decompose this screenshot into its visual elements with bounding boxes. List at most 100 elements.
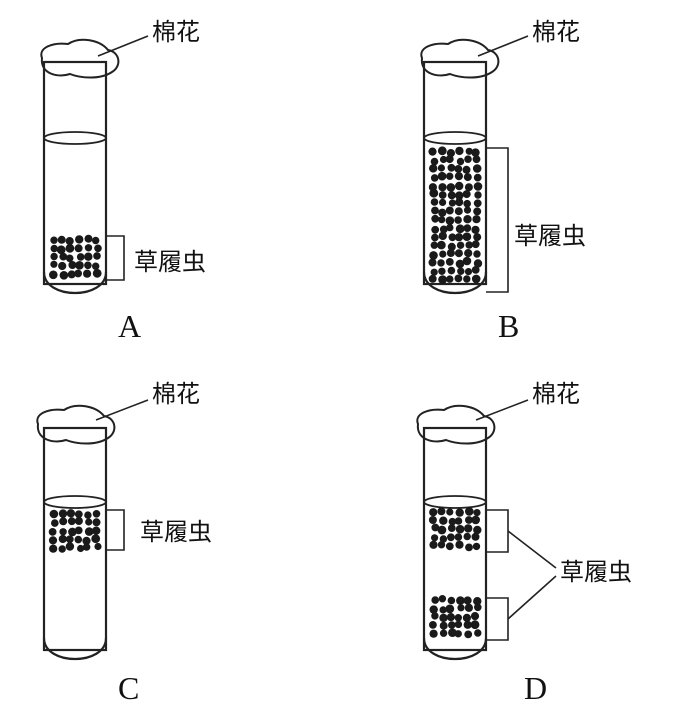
paramecium-cluster-b	[428, 146, 483, 284]
cotton-plug-d	[416, 404, 496, 445]
cotton-label-c: 棉花	[152, 380, 200, 408]
paramecium-cell	[74, 244, 83, 253]
bracket-c	[106, 509, 125, 551]
test-tube-a	[42, 60, 108, 286]
paramecium-cell	[65, 243, 75, 253]
paramecium-cell	[445, 542, 454, 551]
paramecium-cell	[74, 510, 83, 519]
paramecium-cell	[465, 147, 473, 155]
paramecium-cell	[437, 259, 445, 267]
paramecium-cell	[471, 225, 480, 234]
panel-b: 棉花 草履虫 B	[420, 18, 586, 344]
paramecium-cell	[471, 240, 480, 249]
paramecium-cell	[446, 223, 454, 232]
paramecium-cell	[462, 165, 471, 174]
paramecium-cell	[76, 253, 85, 261]
paramecium-cell	[431, 523, 440, 532]
paramecium-cell	[447, 242, 456, 251]
paramecium-cell	[455, 524, 465, 534]
paramecium-cell	[448, 628, 457, 637]
paramecium-cell	[455, 198, 464, 207]
paramecium-cell	[437, 146, 447, 156]
paramecium-cell	[439, 155, 448, 164]
paramecium-cell	[431, 596, 440, 604]
paramecium-cell	[82, 543, 91, 551]
paramecium-cell	[473, 508, 481, 517]
paramecium-cell	[464, 155, 472, 163]
paramecium-cell	[84, 261, 92, 270]
paramecium-cluster-a	[49, 234, 102, 280]
leader-line-cotton-b	[477, 35, 529, 57]
paramecium-cell	[462, 256, 472, 266]
paramecium-cell	[463, 199, 472, 208]
paramecium-cell	[439, 606, 447, 614]
paramecium-cell	[473, 259, 483, 268]
paramecium-cell	[68, 527, 77, 537]
paramecium-cell	[445, 258, 454, 266]
paramecium-cell	[430, 157, 439, 166]
paramecium-cell	[84, 527, 94, 536]
paramecium-cell	[447, 596, 456, 605]
paramecium-cell	[428, 274, 437, 283]
paramecium-cell	[464, 630, 473, 639]
paramecium-cell	[470, 620, 480, 630]
paramecium-cell	[473, 173, 482, 182]
bracket-a	[106, 235, 125, 281]
paramecium-cell	[431, 612, 439, 620]
paramecium-cluster-c	[48, 509, 102, 553]
paramecium-cell	[446, 249, 455, 257]
paramecium-cell	[74, 269, 82, 278]
paramecium-cell	[83, 269, 92, 278]
paramecium-cell	[437, 525, 447, 535]
paramecium-cell	[471, 532, 480, 541]
paramecium-cell	[464, 183, 473, 192]
paramecium-cell	[454, 517, 463, 525]
paramecium-cell	[84, 234, 93, 243]
paramecium-cell	[59, 271, 69, 280]
paramecium-cell	[92, 510, 101, 518]
paramecium-cell	[49, 544, 58, 553]
paramecium-cell	[456, 241, 465, 249]
paramecium-cell	[470, 612, 480, 621]
paramecium-cell	[58, 534, 67, 544]
paramecium-cell	[455, 508, 464, 517]
paramecium-cell	[454, 620, 463, 629]
paramecium-cell	[438, 595, 447, 603]
test-tube-c	[42, 426, 108, 652]
paramecium-cell	[439, 629, 448, 637]
paramecium-cell	[437, 240, 446, 250]
paramecium-cluster-d-bottom	[429, 595, 482, 639]
paramecium-cell	[454, 274, 463, 283]
paramecium-cell	[429, 629, 438, 638]
paramecium-cell	[437, 541, 446, 549]
paramecium-cell	[66, 509, 76, 518]
paramecium-cell	[84, 511, 92, 519]
paramecium-label-c: 草履虫	[140, 518, 212, 546]
paramecium-cell	[92, 236, 100, 245]
panel-c: 棉花 草履虫 C	[36, 380, 212, 706]
panel-d: 棉花 草履虫 D	[416, 380, 632, 706]
paramecium-cell	[445, 155, 454, 164]
paramecium-cell	[446, 172, 454, 180]
paramecium-cell	[93, 252, 101, 260]
cotton-label-a: 棉花	[152, 18, 200, 46]
paramecium-cell	[454, 216, 462, 224]
paramecium-cell	[50, 236, 58, 244]
paramecium-cell	[445, 216, 455, 225]
paramecium-cell	[463, 620, 472, 629]
paramecium-cell	[77, 544, 85, 553]
paramecium-cell	[67, 270, 76, 279]
paramecium-cell	[439, 516, 448, 525]
paramecium-cell	[49, 509, 59, 519]
paramecium-cell	[446, 149, 455, 158]
paramecium-cell	[56, 245, 66, 255]
paramecium-cell	[447, 266, 456, 275]
paramecium-cell	[463, 215, 472, 224]
paramecium-cell	[471, 515, 481, 525]
paramecium-cell	[50, 252, 58, 261]
paramecium-cell	[59, 528, 67, 536]
paramecium-label-a: 草履虫	[134, 248, 206, 276]
paramecium-cell	[446, 613, 455, 622]
paramecium-cell	[463, 275, 471, 283]
paramecium-cell	[431, 225, 440, 234]
